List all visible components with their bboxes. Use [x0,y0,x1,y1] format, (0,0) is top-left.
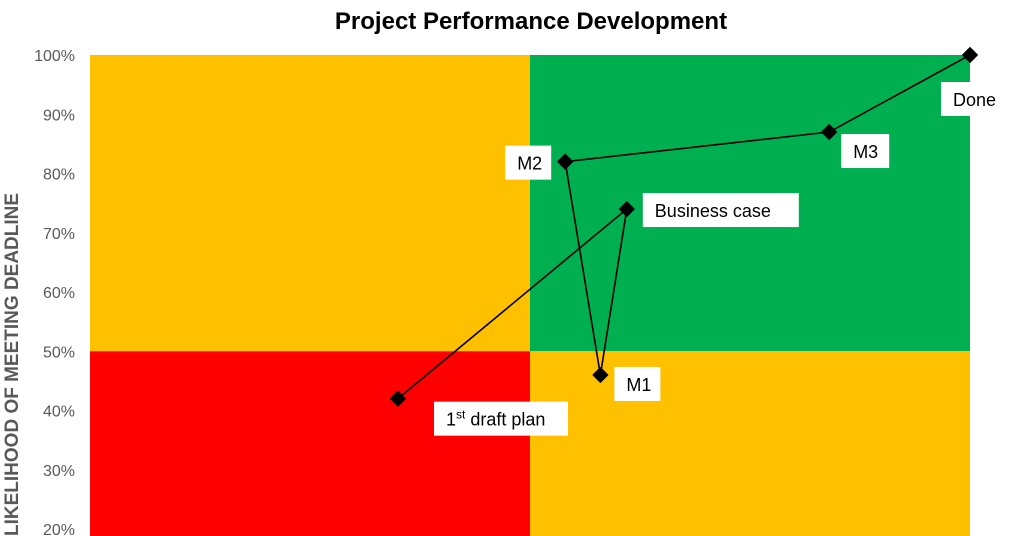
data-label-box [505,145,552,180]
y-tick-label: 80% [43,167,75,184]
series-polyline [397,54,971,400]
y-tick-label: 70% [43,226,75,243]
chart-title: Project Performance Development [334,8,728,35]
data-point-marker [557,153,574,170]
data-label: M2 [517,154,542,174]
data-label: Business case [655,201,771,221]
data-label: Done [953,90,996,110]
quadrant-bottom-right [530,351,970,536]
data-label: M3 [853,142,878,162]
data-point-marker [390,390,406,407]
data-label-box [642,193,799,228]
data-point-marker [592,366,609,383]
quadrant-top-left [90,55,530,352]
data-point-marker [821,124,838,141]
data-label: 1st draft plan [446,408,545,430]
data-label-box [434,401,568,436]
series-line [397,54,971,400]
data-points [390,47,978,407]
data-label-box [841,134,890,169]
data-label: M1 [626,375,651,395]
y-tick-label: 50% [43,344,75,361]
y-tick-label: 40% [43,404,75,421]
y-tick-label: 90% [43,107,75,124]
quadrant-backgrounds [90,55,970,536]
y-tick-label: 20% [43,522,75,536]
data-label-box [614,366,661,401]
data-point-marker [618,201,635,218]
y-axis-ticks: 20% 30% 40% 50% 60% 70% 80% 90% 100% [34,48,75,536]
y-tick-label: 30% [43,463,75,480]
data-label-box [941,82,1001,116]
y-tick-label: 100% [34,48,75,65]
quadrant-bottom-left [90,351,530,536]
data-point-marker [962,47,978,63]
y-tick-label: 60% [43,285,75,302]
